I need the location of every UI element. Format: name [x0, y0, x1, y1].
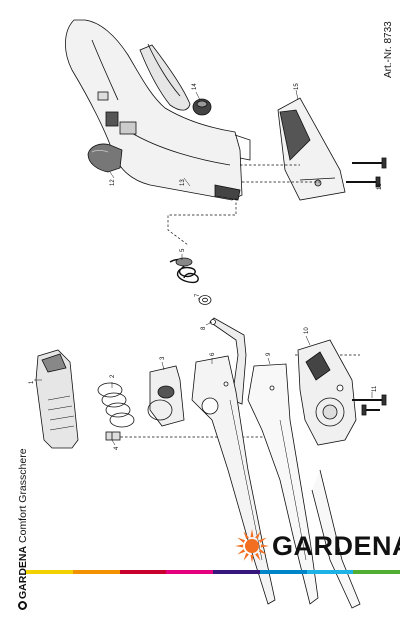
screws-part-11	[352, 394, 387, 416]
cap-part-14	[192, 98, 212, 116]
part-number-14: 14	[192, 83, 198, 90]
grip-part-1	[35, 349, 79, 449]
part-number-1: 1	[29, 380, 35, 384]
part-number-6: 6	[210, 352, 216, 356]
gardena-sun-logo-icon	[235, 529, 269, 563]
sun-ray	[243, 552, 249, 561]
part-number-3: 3	[160, 356, 166, 360]
holder-part-15	[277, 97, 346, 201]
part-number-15: 15	[294, 83, 300, 90]
washer-part-7	[198, 295, 212, 305]
part-number-12: 12	[110, 179, 116, 186]
small-logo-icon	[18, 601, 27, 610]
housing-part-10	[297, 339, 357, 446]
document-title: GARDENA Comfort Grasschere	[17, 448, 29, 610]
spring-part-5	[169, 257, 199, 284]
stripe-segment	[306, 570, 354, 574]
stripe-segment	[353, 570, 400, 574]
sun-ray	[237, 537, 246, 543]
part-number-2: 2	[110, 374, 116, 378]
blade-part-9	[247, 363, 319, 605]
lever-grip	[139, 43, 191, 111]
part-number-4: 4	[114, 446, 120, 450]
brand-color-stripe	[26, 570, 400, 574]
sun-ray	[250, 529, 254, 538]
stripe-segment	[213, 570, 260, 574]
sun-ray	[258, 549, 267, 555]
sun-ray	[250, 554, 254, 563]
ring-part-3	[147, 365, 185, 427]
article-number: Art.-Nr. 8733	[383, 21, 394, 78]
screws-part-16	[346, 157, 387, 188]
cap-part-12	[87, 143, 123, 173]
stripe-segment	[166, 570, 213, 574]
stripe-segment	[72, 570, 120, 574]
product-name: Comfort Grasschere	[17, 448, 29, 543]
sun-ray	[243, 531, 249, 540]
pin-part-4	[105, 431, 121, 441]
sun-ray	[255, 552, 261, 561]
rod-part-8	[209, 317, 247, 405]
stripe-segment	[26, 570, 73, 574]
part-number-7: 7	[195, 293, 201, 297]
part-number-13: 13	[180, 179, 186, 186]
sun-ray	[260, 544, 269, 548]
stripe-segment	[119, 570, 167, 574]
handle-part-13	[65, 19, 251, 201]
part-number-11: 11	[372, 385, 378, 392]
sun-ray	[258, 537, 267, 543]
stripe-segment	[259, 570, 307, 574]
sun-ray	[235, 544, 244, 548]
part-number-8: 8	[201, 326, 207, 330]
sun-ray	[237, 549, 246, 555]
part-number-9: 9	[266, 352, 272, 356]
sun-ray	[255, 531, 261, 540]
gardena-logo-text: GARDENA	[272, 531, 400, 561]
springs-part-2	[97, 382, 135, 428]
part-number-16: 16	[377, 183, 383, 190]
blade-tips	[311, 469, 361, 609]
part-number-10: 10	[304, 327, 310, 334]
part-number-5: 5	[180, 248, 186, 252]
